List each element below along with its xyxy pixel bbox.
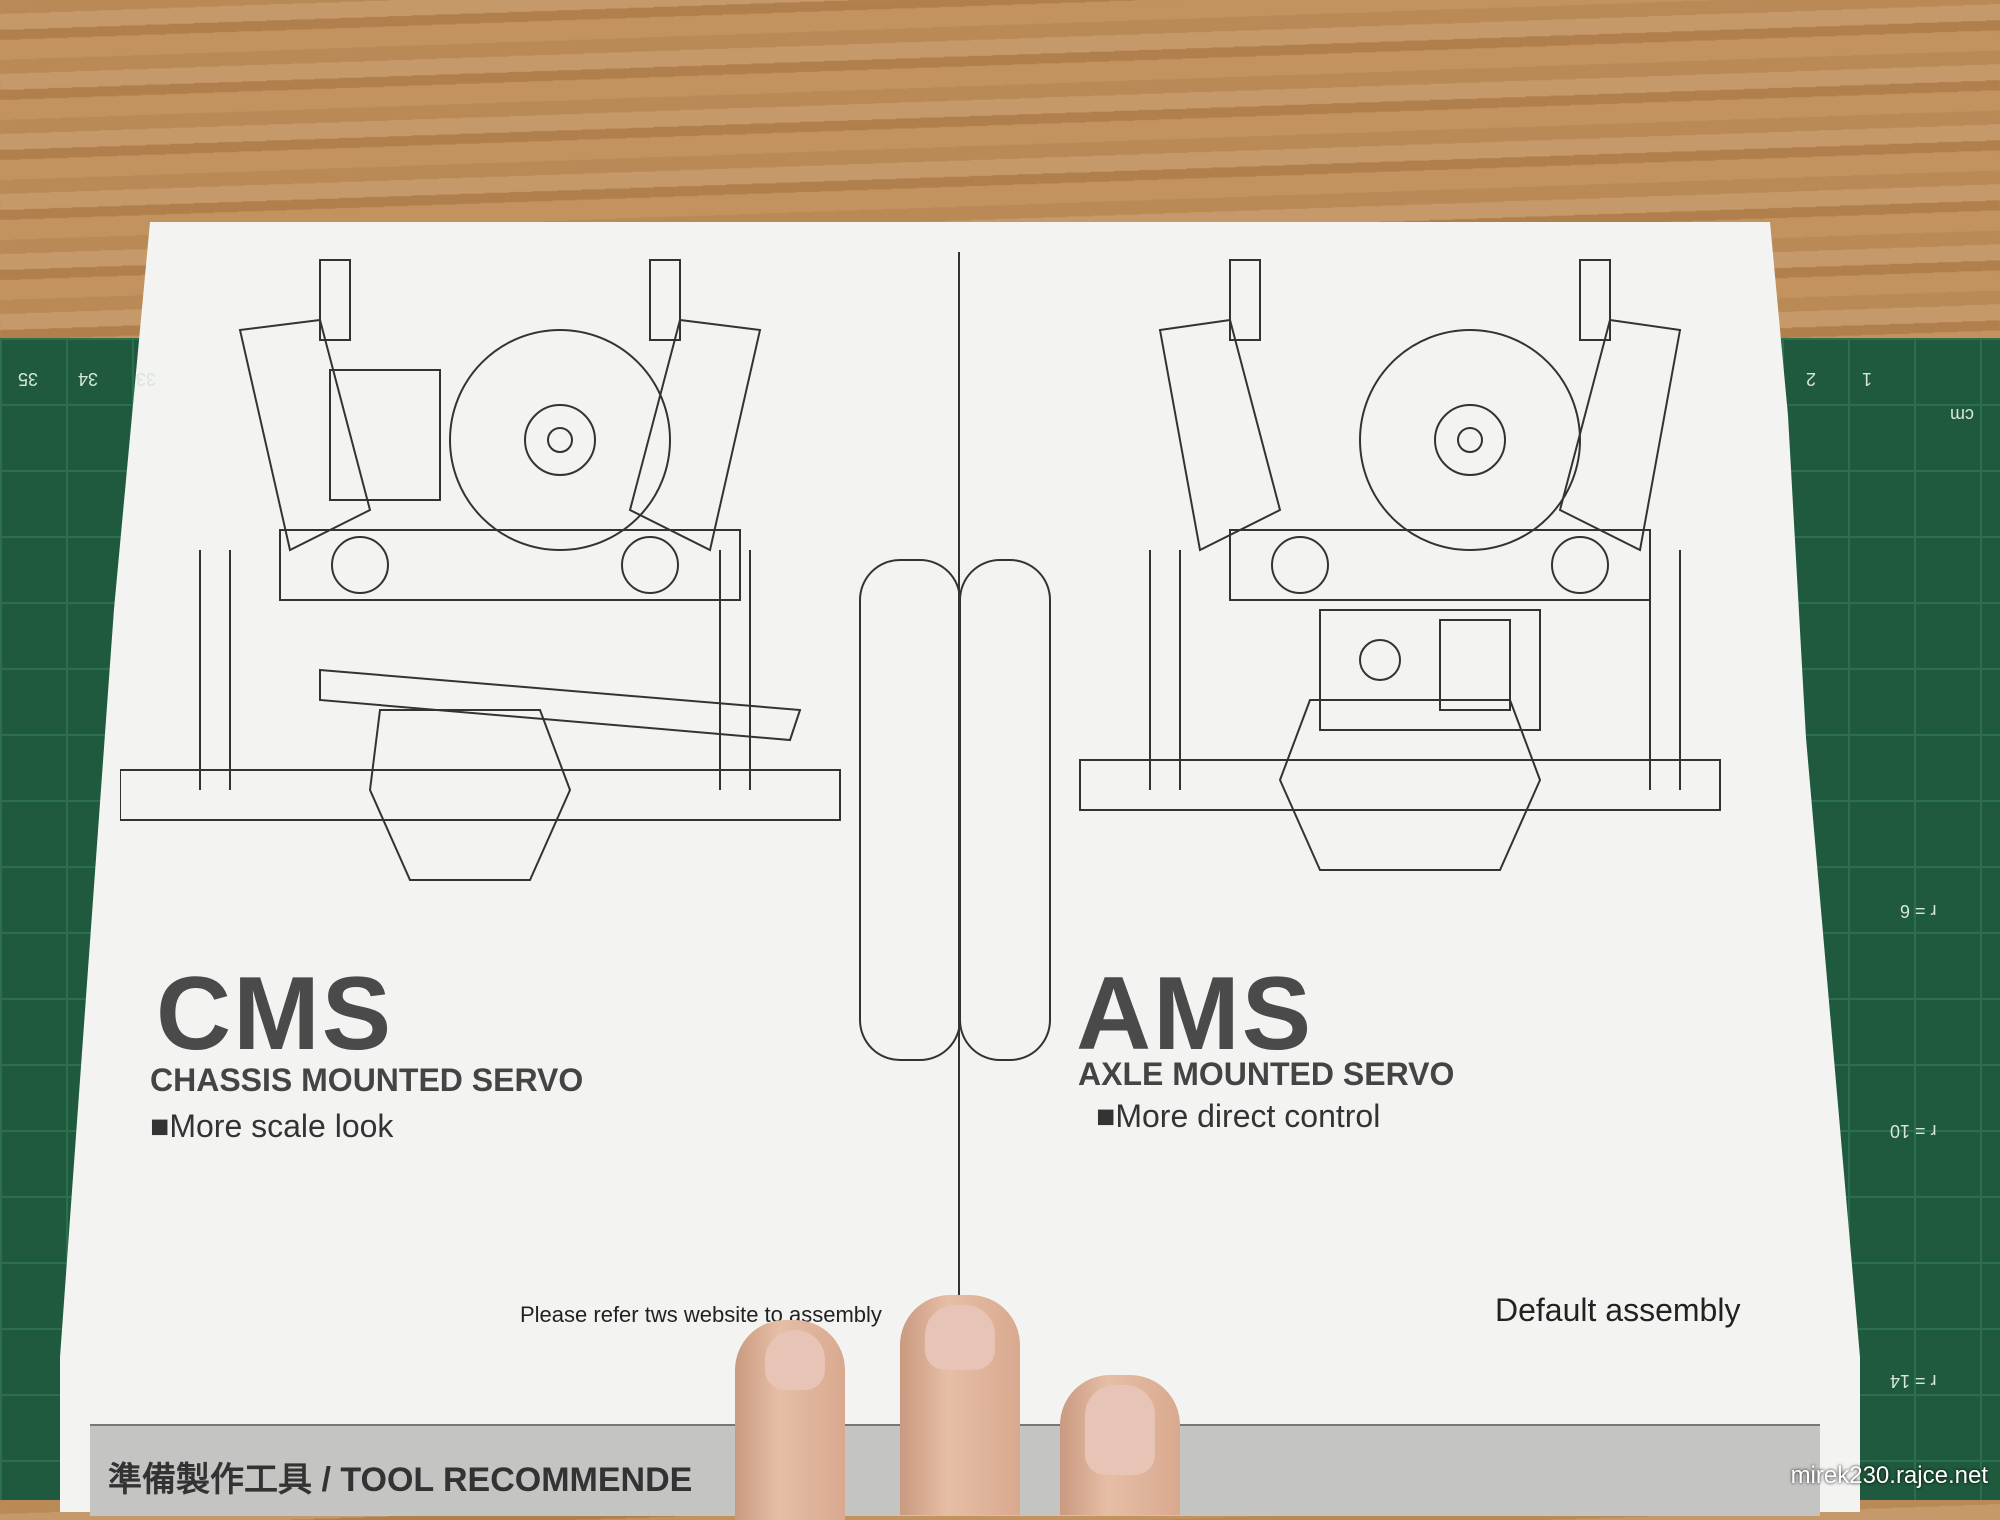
- fingernail: [1085, 1385, 1155, 1475]
- cms-subtitle: CHASSIS MOUNTED SERVO: [150, 1062, 584, 1098]
- finger: [1060, 1375, 1180, 1515]
- finger: [900, 1295, 1020, 1515]
- watermark: mirek230.rajce.net: [1790, 1462, 1988, 1489]
- ams-chassis-drawing: [960, 259, 1721, 1061]
- cms-note: Please refer tws website to assembly: [520, 1302, 882, 1327]
- fingernail: [925, 1305, 995, 1370]
- radius-label: r = 6: [1900, 901, 1937, 921]
- radius-label: r = 10: [1890, 1121, 1937, 1141]
- cms-chassis-drawing: [120, 259, 960, 1061]
- ams-note: Default assembly: [1495, 1292, 1741, 1328]
- ruler-number: 34: [78, 369, 99, 389]
- tool-section-title: 準備製作工具 / TOOL RECOMMENDE: [108, 1461, 693, 1499]
- ams-title: AMS: [1076, 956, 1314, 1072]
- ruler-number: 33: [136, 369, 157, 389]
- ruler-number: 1: [1862, 369, 1873, 389]
- ruler-unit: cm: [1950, 405, 1974, 425]
- cms-feature: ■More scale look: [150, 1108, 394, 1144]
- ams-feature: ■More direct control: [1096, 1098, 1381, 1134]
- ruler-number: 35: [18, 369, 39, 389]
- fingernail: [765, 1330, 825, 1390]
- ruler-number: 2: [1806, 369, 1817, 389]
- radius-label: r = 14: [1890, 1371, 1937, 1391]
- cms-title: CMS: [156, 956, 394, 1072]
- ams-subtitle: AXLE MOUNTED SERVO: [1078, 1056, 1455, 1092]
- finger: [735, 1320, 845, 1520]
